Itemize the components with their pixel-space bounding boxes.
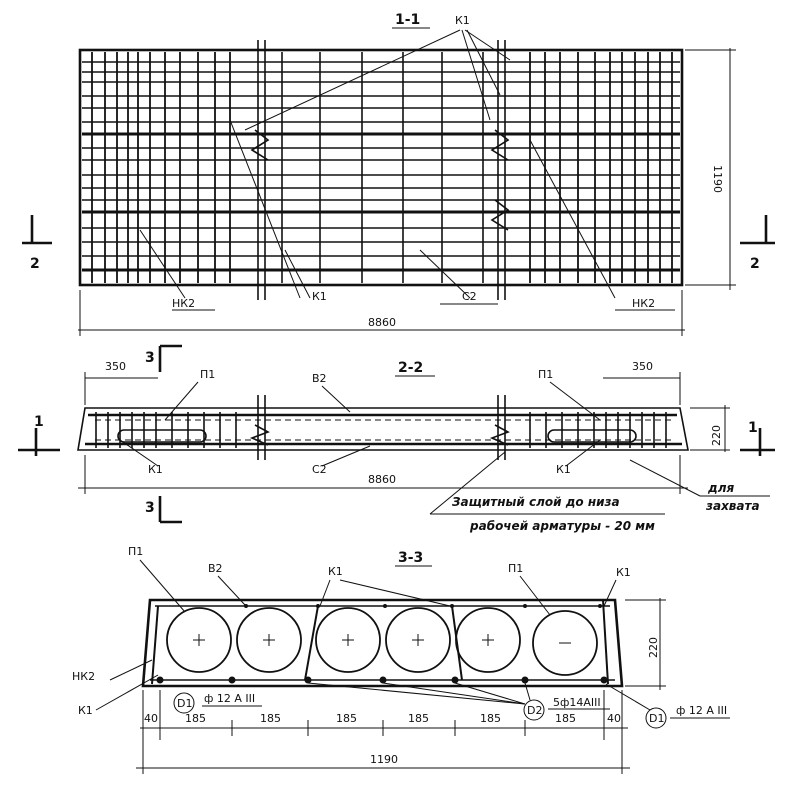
mesh-right bbox=[529, 52, 673, 283]
dim-long-length: 8860 bbox=[368, 473, 396, 486]
callout-d2-mark: D2 bbox=[527, 704, 542, 717]
callout-d2 bbox=[523, 699, 545, 721]
lifting-loop-right bbox=[547, 429, 637, 443]
mesh-left bbox=[91, 52, 231, 283]
beam-outline bbox=[77, 407, 689, 451]
callout-d1-left-mark: D1 bbox=[177, 697, 192, 710]
label-k1-right-long: К1 bbox=[556, 463, 571, 476]
callout-d1-right bbox=[645, 707, 667, 729]
callout-d1-right-mark: D1 bbox=[649, 712, 664, 725]
section-1-1: 1-1 К1 bbox=[22, 12, 775, 336]
label-p1-left-cross: П1 bbox=[128, 545, 143, 558]
label-k1-bottom: К1 bbox=[312, 290, 327, 303]
label-p1-left: П1 bbox=[200, 368, 215, 381]
callout-d1-left-text: ф 12 А III bbox=[204, 692, 255, 705]
cut-marker-1-right: 1 bbox=[748, 420, 758, 436]
dim-cross-width: 1190 bbox=[370, 753, 398, 766]
note-lift-2: захвата bbox=[705, 499, 760, 513]
note-cover-line-1: Защитный слой до низа bbox=[452, 495, 620, 509]
callout-d1-left bbox=[173, 692, 195, 714]
label-nk2-cross: НК2 bbox=[72, 670, 95, 683]
note-cover-line-2: рабочей арматуры - 20 мм bbox=[469, 519, 655, 533]
label-v2-cross: В2 bbox=[208, 562, 223, 575]
label-k1-left-cross: К1 bbox=[78, 704, 93, 717]
dim-long-height: 220 bbox=[710, 425, 723, 446]
dim-plan-height: 1190 bbox=[711, 165, 724, 193]
dim-plan-width: 8860 bbox=[368, 316, 396, 329]
label-c2: С2 bbox=[462, 290, 477, 303]
svg-text:185: 185 bbox=[408, 712, 429, 725]
label-nk2-right: НК2 bbox=[632, 297, 655, 310]
svg-text:40: 40 bbox=[144, 712, 158, 725]
label-p1-right: П1 bbox=[538, 368, 553, 381]
dim-end-left: 350 bbox=[105, 360, 126, 373]
svg-text:40: 40 bbox=[607, 712, 621, 725]
svg-text:185: 185 bbox=[260, 712, 281, 725]
longitudinal-bars bbox=[82, 61, 680, 271]
break-lines bbox=[250, 40, 510, 300]
svg-text:185: 185 bbox=[336, 712, 357, 725]
label-nk2-left: НК2 bbox=[172, 297, 195, 310]
cut-marker-3-bottom: 3 bbox=[145, 500, 155, 516]
slab-outline-plan bbox=[78, 48, 684, 287]
section-2-2-title: 2-2 bbox=[398, 360, 423, 376]
label-v2: В2 bbox=[312, 372, 327, 385]
cut-marker-2-left: 2 bbox=[22, 215, 52, 272]
lifting-loop-left bbox=[117, 429, 207, 443]
note-lift-1: для bbox=[707, 481, 734, 495]
dim-cross-height: 220 bbox=[647, 637, 660, 658]
callout-d1-right-text: ф 12 А III bbox=[676, 704, 727, 717]
label-c2-long: С2 bbox=[312, 463, 327, 476]
label-k1-left-long: К1 bbox=[148, 463, 163, 476]
label-k1-right-cross: К1 bbox=[616, 566, 631, 579]
label-k1-top-cross: К1 bbox=[328, 565, 343, 578]
cross-section-outline bbox=[141, 598, 624, 688]
svg-text:185: 185 bbox=[555, 712, 576, 725]
svg-text:2: 2 bbox=[30, 256, 40, 272]
cut-marker-3-top: 3 bbox=[145, 350, 155, 366]
section-2-2: 2-2 3 350 350 bbox=[18, 344, 775, 533]
svg-text:185: 185 bbox=[185, 712, 206, 725]
section-3-3-title: 3-3 bbox=[398, 550, 423, 566]
hollow-cores bbox=[166, 607, 598, 676]
section-1-1-title: 1-1 bbox=[395, 12, 420, 28]
bottom-rebars bbox=[156, 676, 608, 684]
mesh-middle bbox=[281, 52, 484, 283]
cut-marker-1-left: 1 bbox=[34, 414, 44, 430]
callout-d2-text: 5ф14АIII bbox=[553, 696, 601, 709]
spacing-dims: 40 185 185 185 185 185 185 40 bbox=[144, 712, 621, 725]
section-3-3: 3-3 bbox=[72, 545, 730, 774]
label-k1-top: К1 bbox=[455, 14, 470, 27]
svg-text:2: 2 bbox=[750, 256, 760, 272]
label-p1-right-cross: П1 bbox=[508, 562, 523, 575]
svg-text:185: 185 bbox=[480, 712, 501, 725]
cut-marker-2-right: 2 bbox=[740, 215, 775, 272]
dim-end-right: 350 bbox=[632, 360, 653, 373]
